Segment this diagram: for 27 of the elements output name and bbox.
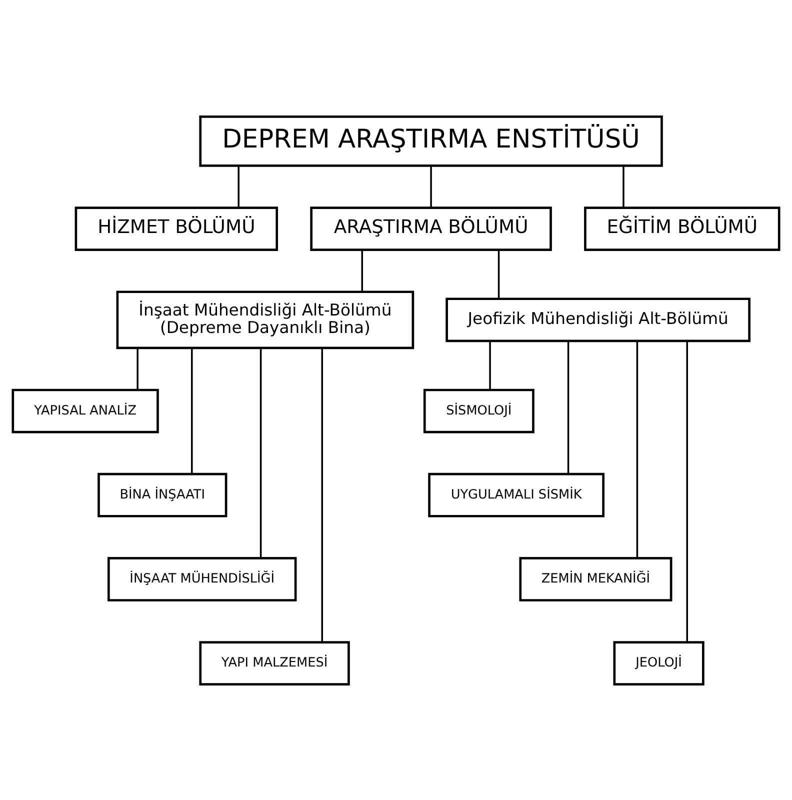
connector [498, 249, 500, 298]
connector [686, 340, 688, 642]
node-box: BİNA İNŞAATI [98, 472, 228, 517]
node-box: YAPISAL ANALİZ [12, 388, 159, 433]
connector [260, 348, 262, 558]
node-box: ARAŞTIRMA BÖLÜMÜ [310, 206, 552, 250]
node-box: EĞİTİM BÖLÜMÜ [584, 206, 780, 250]
connector [636, 340, 638, 558]
node-box: JEOLOJİ [613, 640, 704, 685]
node-box: HİZMET BÖLÜMÜ [74, 206, 278, 250]
connector [622, 166, 624, 208]
node-box: YAPI MALZEMESİ [199, 640, 350, 685]
node-box: İnşaat Mühendisliği Alt-Bölümü (Depreme Dayanıklı Bina) [116, 290, 414, 349]
connector [321, 348, 323, 642]
connector [361, 249, 363, 292]
node-box: Jeofizik Mühendisliği Alt-Bölümü [446, 297, 750, 342]
connector [430, 166, 432, 208]
connector [136, 348, 138, 390]
connector [489, 340, 491, 390]
node-box: DEPREM ARAŞTIRMA ENSTİTÜSÜ [199, 115, 663, 166]
connector [567, 340, 570, 474]
connector [238, 166, 240, 208]
node-box: ZEMİN MEKANİĞİ [519, 556, 672, 601]
node-box: UYGULAMALI SİSMİK [428, 472, 604, 517]
node-box: SİSMOLOJİ [423, 388, 534, 433]
connector [191, 348, 193, 474]
node-box: İNŞAAT MÜHENDİSLİĞİ [108, 556, 297, 601]
